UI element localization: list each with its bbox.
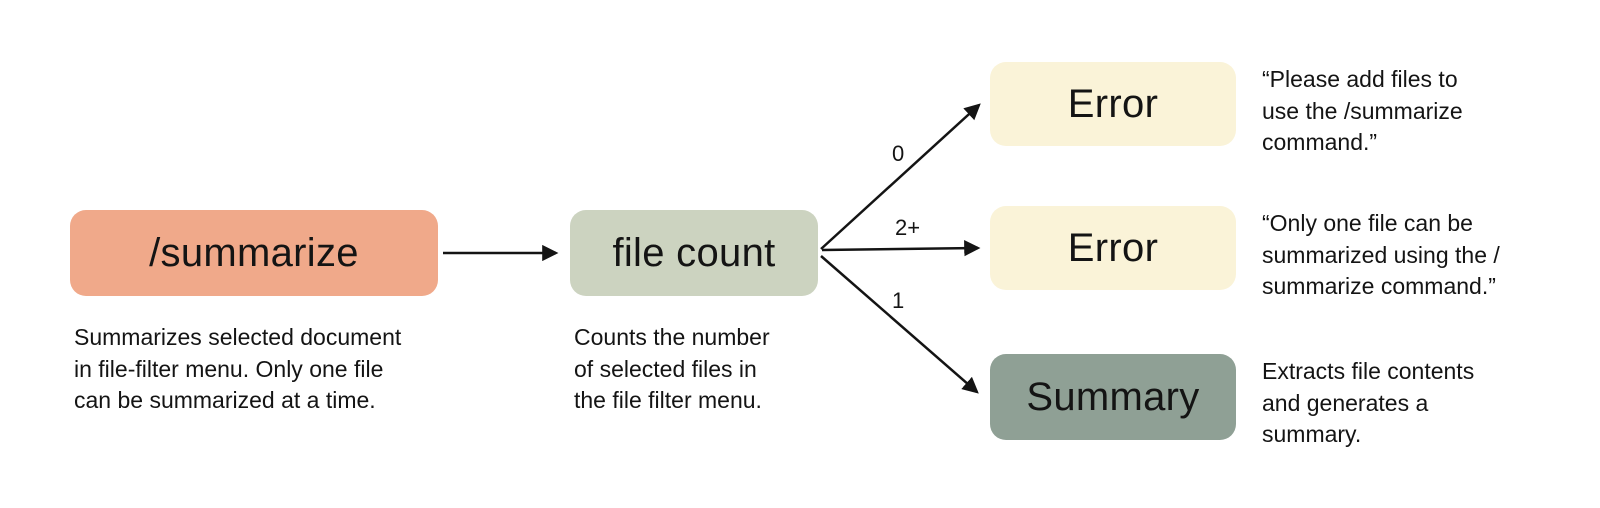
node-summary: Summary bbox=[990, 354, 1236, 440]
node-summarize-label: /summarize bbox=[149, 230, 359, 275]
error-two-plus-note: “Only one file can be summarized using t… bbox=[1262, 210, 1500, 300]
edge-label-one: 1 bbox=[892, 288, 905, 313]
edge-filecount-to-error-two-plus bbox=[821, 240, 981, 257]
node-error-zero-label: Error bbox=[1067, 81, 1159, 126]
edge-label-two-plus: 2+ bbox=[895, 215, 921, 240]
node-file-count: file count bbox=[570, 210, 818, 296]
file-count-caption: Counts the number of selected files in t… bbox=[574, 324, 770, 414]
edge-label-zero: 0 bbox=[892, 141, 905, 166]
error-zero-note: “Please add files to use the /summarize … bbox=[1262, 66, 1463, 156]
node-error-zero-files: Error bbox=[990, 62, 1236, 146]
node-summary-label: Summary bbox=[1026, 374, 1200, 419]
node-summarize: /summarize bbox=[70, 210, 438, 296]
node-file-count-label: file count bbox=[612, 230, 776, 275]
summarize-caption: Summarizes selected document in file-fil… bbox=[74, 324, 402, 414]
summary-note: Extracts file contents and generates a s… bbox=[1262, 358, 1475, 448]
node-error-two-plus-files: Error bbox=[990, 206, 1236, 290]
node-error-two-plus-label: Error bbox=[1067, 225, 1159, 270]
